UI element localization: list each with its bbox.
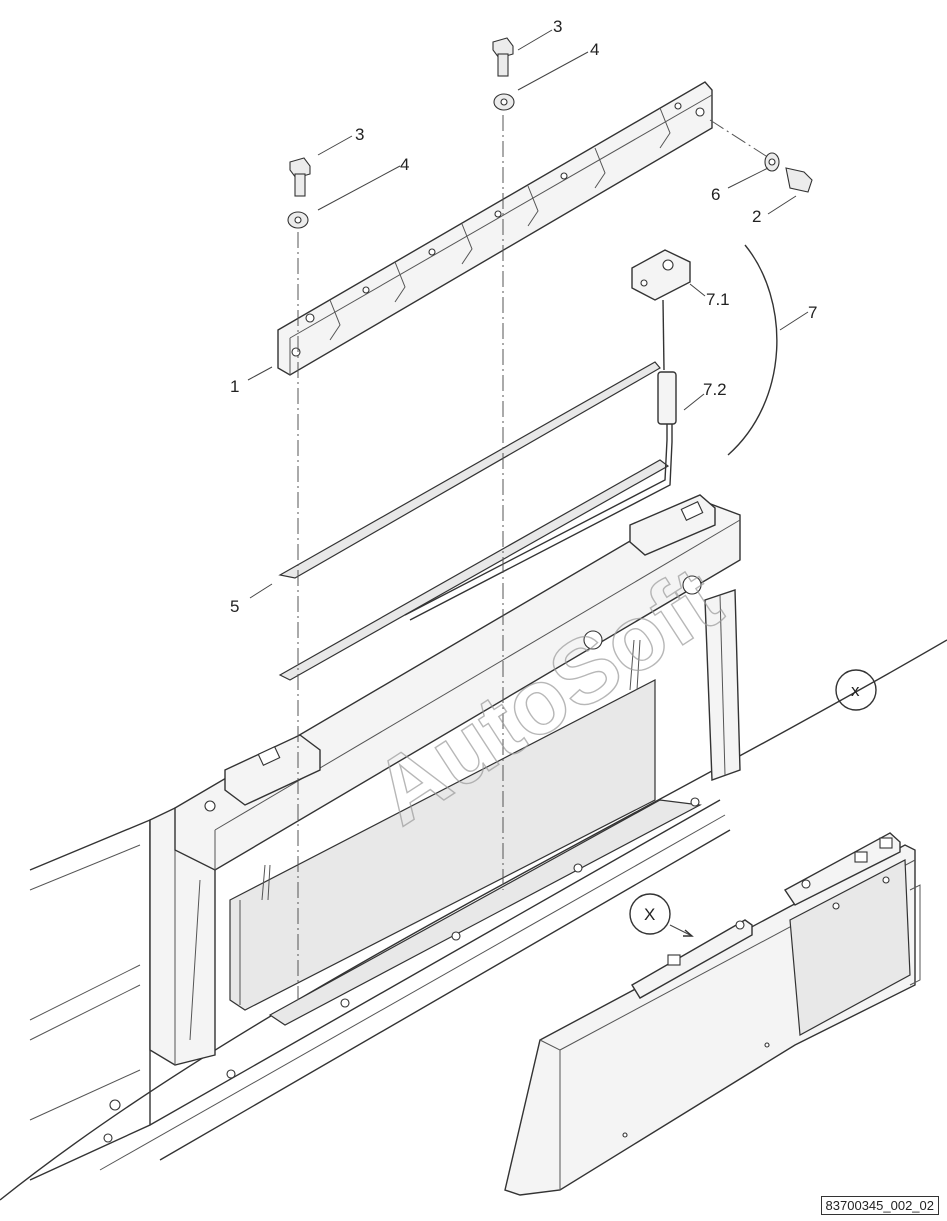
part-1-angle-rail — [277, 81, 713, 376]
callout-3-left: 3 — [355, 125, 364, 144]
drawing-reference-number: 83700345_002_02 — [820, 1196, 939, 1215]
detail-boundary-arc — [0, 639, 947, 1201]
detail-view-x — [504, 832, 921, 1196]
detail-marker-small: x — [835, 669, 877, 711]
callout-1: 1 — [230, 377, 239, 396]
callout-4-top: 4 — [590, 40, 599, 59]
part-7-sensor — [404, 244, 778, 621]
callout-7-1: 7.1 — [706, 290, 730, 309]
svg-text:x: x — [851, 681, 860, 700]
detail-marker-large: X — [629, 893, 671, 935]
callout-6: 6 — [711, 185, 720, 204]
center-lines — [297, 115, 767, 1000]
callout-2: 2 — [752, 207, 761, 226]
callout-7: 7 — [808, 303, 817, 322]
svg-text:X: X — [644, 905, 655, 924]
callout-5: 5 — [230, 597, 239, 616]
main-frame — [29, 494, 741, 1181]
leader-lines — [247, 29, 809, 599]
callout-3-top: 3 — [553, 17, 562, 36]
fasteners — [287, 37, 813, 229]
part-5-strip — [278, 361, 670, 681]
callout-7-2: 7.2 — [703, 380, 727, 399]
callout-4-left: 4 — [400, 155, 409, 174]
